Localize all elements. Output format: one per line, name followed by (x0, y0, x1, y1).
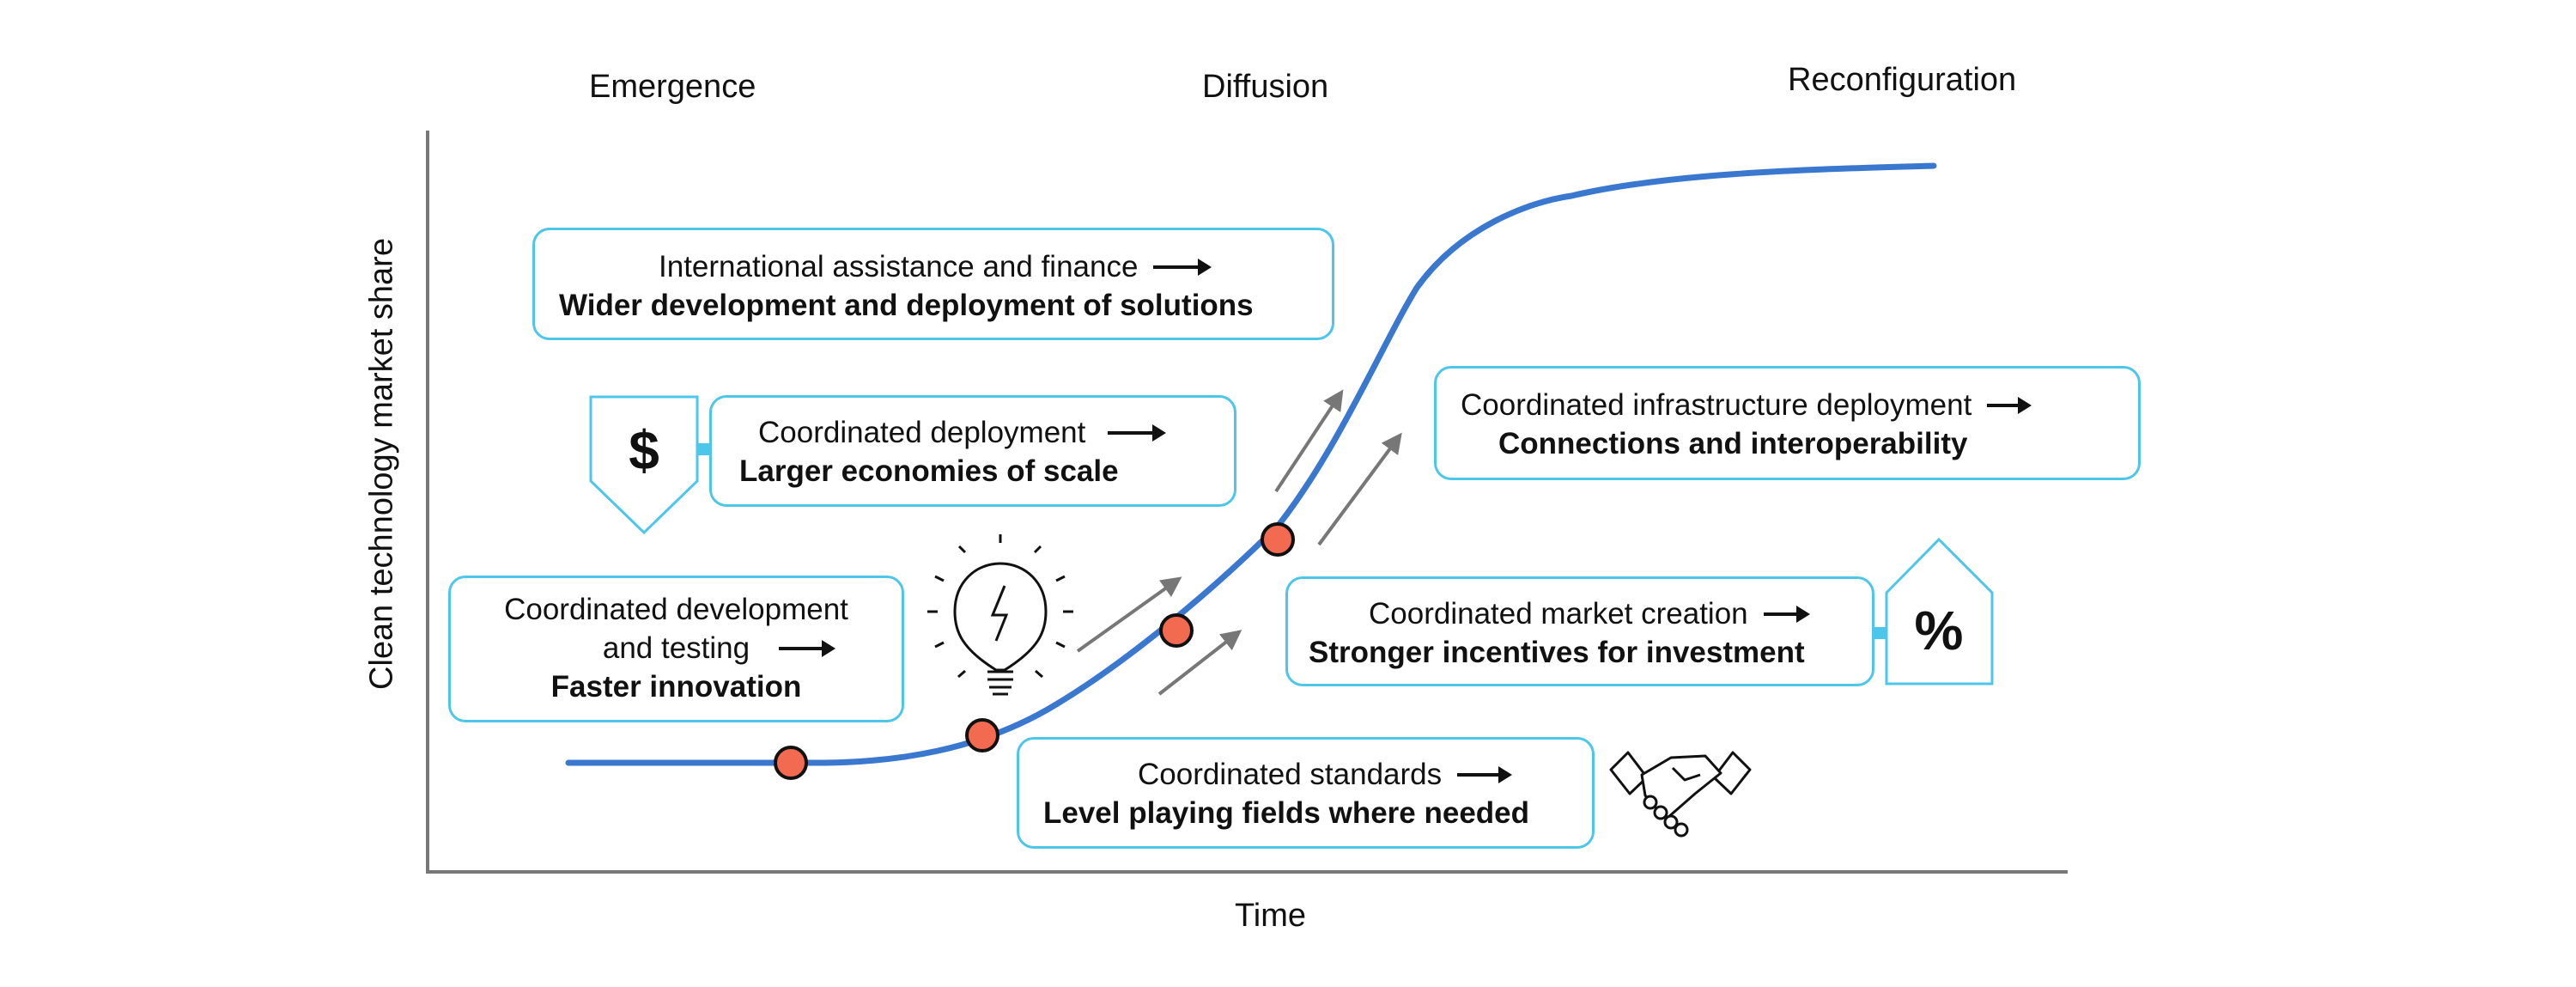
right-arrow-icon (1153, 258, 1212, 276)
card-result: Level playing fields where needed (1043, 796, 1530, 830)
card-result: Larger economies of scale (739, 454, 1119, 488)
lightbulb-icon (927, 534, 1073, 696)
progress-arrow (1157, 630, 1242, 696)
card-title: Coordinated market creation (1369, 597, 1748, 631)
card-result: Stronger incentives for investment (1309, 636, 1805, 669)
card-coordinated-deployment: Coordinated deployment Larger economies … (709, 395, 1236, 507)
progress-arrow (1317, 432, 1402, 546)
percent-symbol: % (1915, 600, 1964, 661)
card-title: Coordinated standards (1138, 758, 1443, 791)
card-coordinated-development: Coordinated development and testing Fast… (448, 576, 904, 722)
card-title: International assistance and finance (659, 250, 1139, 283)
x-axis-title: Time (1235, 898, 1307, 934)
phase-label-emergence: Emergence (589, 69, 756, 105)
right-arrow-icon (1763, 605, 1810, 623)
progress-arrow (1274, 389, 1344, 493)
icon-connector (697, 443, 711, 455)
adoption-s-curve (565, 162, 1937, 766)
phase-label-reconfiguration: Reconfiguration (1788, 62, 2017, 98)
dollar-symbol: $ (629, 419, 659, 481)
curve-marker (1159, 613, 1194, 648)
card-title: Coordinated deployment (758, 416, 1086, 449)
card-result: Connections and interoperability (1498, 427, 1968, 460)
right-arrow-icon (779, 639, 836, 657)
percent-house-icon: % (1885, 537, 1994, 685)
right-arrow-icon (1987, 396, 2032, 414)
progress-arrow (1076, 576, 1182, 653)
curve-marker (965, 718, 999, 752)
icon-connector (1874, 627, 1887, 639)
right-arrow-icon (1457, 765, 1513, 783)
card-international-assistance: International assistance and finance Wid… (532, 228, 1334, 340)
curve-marker (1261, 522, 1295, 557)
card-result: Wider development and deployment of solu… (559, 289, 1254, 322)
card-title: Coordinated infrastructure deployment (1461, 388, 1972, 422)
curve-marker (774, 746, 808, 780)
phase-label-diffusion: Diffusion (1202, 69, 1329, 105)
card-result: Faster innovation (550, 670, 802, 704)
card-coordinated-market-creation: Coordinated market creation Stronger inc… (1285, 576, 1874, 686)
dollar-tag-icon: $ (589, 395, 699, 535)
card-title-line2: and testing (602, 631, 750, 665)
y-axis-title: Clean technology market share (363, 238, 400, 690)
right-arrow-icon (1108, 423, 1167, 442)
card-title-line1: Coordinated development (504, 593, 848, 626)
card-coordinated-infrastructure: Coordinated infrastructure deployment Co… (1434, 366, 2141, 480)
handshake-icon (1609, 751, 1752, 838)
card-coordinated-standards: Coordinated standards Level playing fiel… (1017, 737, 1595, 849)
